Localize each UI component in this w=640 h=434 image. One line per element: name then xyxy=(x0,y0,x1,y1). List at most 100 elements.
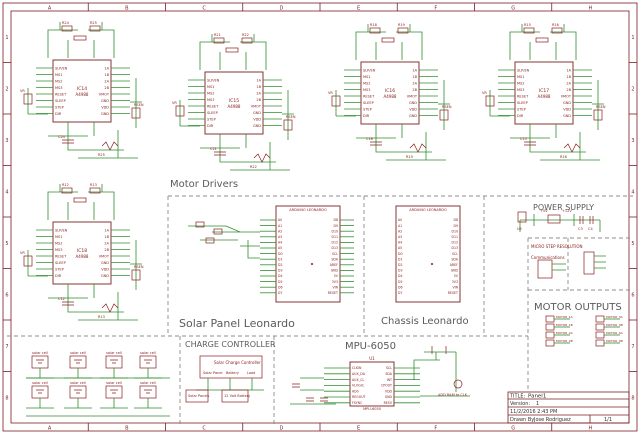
part-label: C12 xyxy=(58,297,65,301)
frame-column-label: F xyxy=(434,6,437,12)
board-pin-label: D0 xyxy=(278,252,282,256)
chip-pin-label: RESET xyxy=(55,92,67,96)
board-pin-label: RESET xyxy=(448,291,458,295)
chip-pin-label: MS3 xyxy=(55,248,62,252)
mpu-pin-label: INT xyxy=(387,378,392,382)
chip-pin-label: MS3 xyxy=(517,88,524,92)
part-label: RSEN xyxy=(442,105,452,109)
chip-pin-label: DIR xyxy=(207,124,214,128)
title-value: Panel1 xyxy=(528,394,546,400)
part-label: R25 xyxy=(98,153,105,157)
board-pin-label: A1 xyxy=(278,224,282,228)
solar-cell: solar cell xyxy=(64,381,92,409)
frame-column-label: D xyxy=(279,426,283,432)
solar-cell: solar cell xyxy=(26,351,54,379)
version-value: 1 xyxy=(536,401,539,407)
solar-cell-label: solar cell xyxy=(32,381,48,385)
solar-cell: solar cell xyxy=(64,351,92,379)
motor-output-label: MOTOR_1B xyxy=(556,323,573,327)
chip-pin-label: MS1 xyxy=(55,235,62,239)
power-supply-section: U5 C3 C4 +5V +12V xyxy=(517,209,606,279)
version-label: Version: xyxy=(510,401,530,407)
mpu-pin-label: FSYNC xyxy=(352,401,363,405)
board-pin-label: A1 xyxy=(398,224,402,228)
solar-cell: solar cell xyxy=(134,351,162,379)
chip-pin-label: MS3 xyxy=(207,98,214,102)
chip-pin-label: MS1 xyxy=(207,85,214,89)
board-pin-label: RESET xyxy=(328,291,338,295)
board-pin-label: SCL xyxy=(452,252,458,256)
solar-cell: solar cell xyxy=(26,381,54,409)
chip-pin-label: 2A xyxy=(104,79,109,83)
frame-row-label: 4 xyxy=(5,189,8,195)
chip-pin-label: 1A xyxy=(412,68,417,72)
chip-pin-label: STEP xyxy=(363,107,372,111)
chip-part-label: A4988 xyxy=(76,254,89,259)
part-label: C15 xyxy=(520,137,527,141)
motor-outputs-title: MOTOR OUTPUTS xyxy=(534,302,622,313)
chip-pin-label: DIR xyxy=(55,112,62,116)
battery-label: 12 Volt Battery xyxy=(224,394,250,398)
frame-row-label: 8 xyxy=(5,395,8,401)
chip-pin-label: 1A xyxy=(104,66,109,70)
solar-panels-label: Solar Panels xyxy=(188,394,209,398)
frame-column-label: B xyxy=(125,6,129,12)
part-label: RSEN xyxy=(286,115,296,119)
chip-ref-label: IC14 xyxy=(77,86,87,92)
board-pin-label: VIN xyxy=(452,285,458,289)
mpu-pin-label: RESV xyxy=(384,401,393,405)
sheet-number: 1/1 xyxy=(604,417,612,423)
chip-pin-label: 2B xyxy=(566,88,571,92)
power-part-label: +12V xyxy=(562,209,572,213)
chip-pin-label: STEP xyxy=(55,105,64,109)
part-label: VR xyxy=(328,91,333,95)
chip-pin-label: MS1 xyxy=(363,75,370,79)
chip-pin-label: GND xyxy=(409,101,417,105)
charge-controller-title: CHARGE CONTROLLER xyxy=(185,340,276,349)
chip-ref-label: IC18 xyxy=(77,248,87,254)
part-label: VR xyxy=(20,89,25,93)
chip-pin-label: GND xyxy=(101,112,109,116)
frame-row-label: 3 xyxy=(631,138,634,144)
chip-pin-label: SLP/EN xyxy=(55,228,68,232)
frame-row-label: 7 xyxy=(631,344,634,350)
mpu-pin-label: AUX_DA xyxy=(352,372,366,376)
mpu-title: MPU-6050 xyxy=(345,341,396,352)
frame-column-label: G xyxy=(511,6,515,12)
chip-pin-label: GND xyxy=(253,124,261,128)
frame-column-label: C xyxy=(202,6,206,12)
chip-pin-label: MS1 xyxy=(55,73,62,77)
frame-column-label: C xyxy=(202,426,206,432)
mpu-pin-label: CLKIN xyxy=(352,366,362,370)
motor-drivers-title: Motor Drivers xyxy=(170,179,238,190)
part-label: C21 xyxy=(210,147,217,151)
part-label: R13 xyxy=(98,315,105,319)
chip-pin-label: STEP xyxy=(207,117,216,121)
board-pin-label: A4 xyxy=(278,241,282,245)
solar-cell: solar cell xyxy=(134,381,162,409)
chip-pin-label: 1B xyxy=(566,75,571,79)
board-pin-label: 3V3 xyxy=(452,280,458,284)
chip-pin-label: VDD xyxy=(253,117,261,121)
chip-pin-label: 1B xyxy=(104,235,109,239)
chip-pin-label: GND xyxy=(101,261,109,265)
board-header-label: ARDUINO LEONARDO xyxy=(409,208,447,212)
chip-pin-label: 2A xyxy=(566,81,571,85)
solar-cell-label: solar cell xyxy=(106,381,122,385)
part-label: R22 xyxy=(242,33,249,37)
board-pin-label: D2 xyxy=(398,263,402,267)
frame-row-label: 6 xyxy=(631,292,634,298)
battery-terminal: Battery xyxy=(226,371,239,375)
board-pin-label: SDA xyxy=(451,257,458,261)
drawn-by-value: Jose Rodriguez xyxy=(533,417,571,423)
chip-pin-label: SLEEP xyxy=(517,101,528,105)
chip-pin-label: MS2 xyxy=(55,241,62,245)
part-label: R22 xyxy=(250,165,257,169)
chip-pin-label: MS1 xyxy=(517,75,524,79)
chip-pin-label: 2B xyxy=(412,88,417,92)
